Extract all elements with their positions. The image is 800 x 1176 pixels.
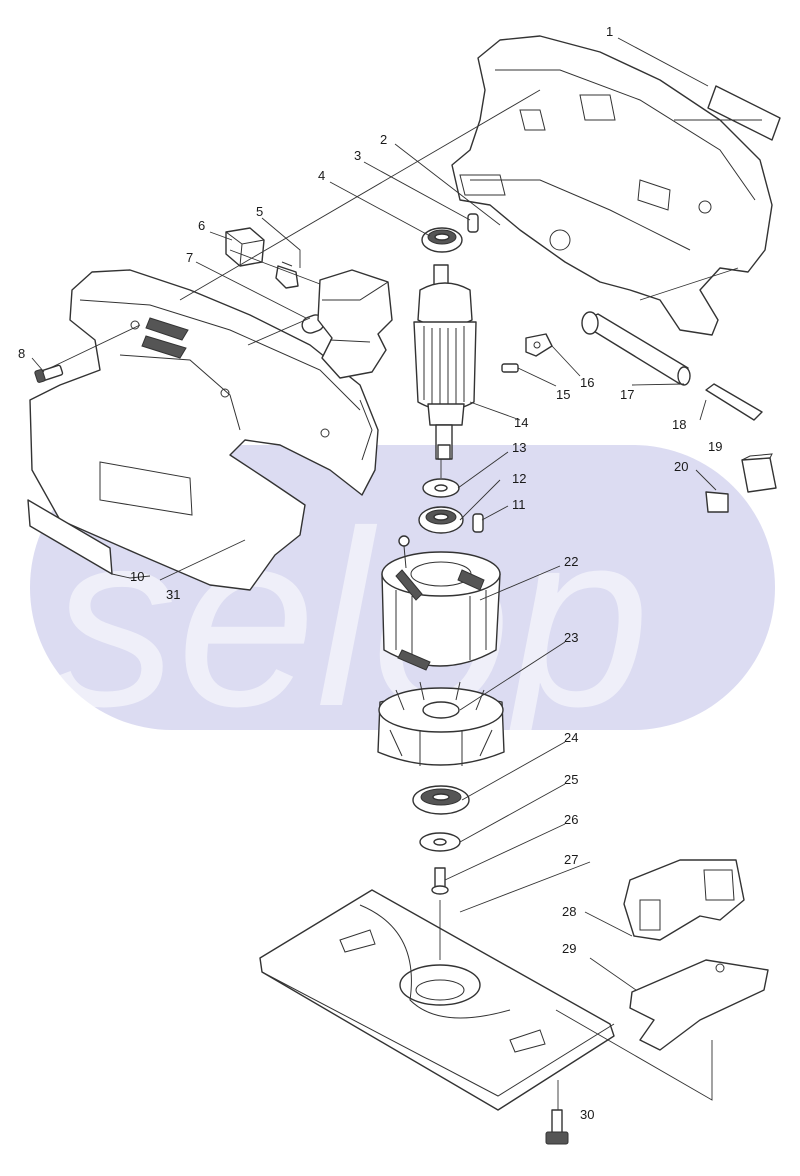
bracket-16: [525, 333, 553, 357]
part-label-22: 22: [564, 554, 578, 569]
leader-lines: [31, 37, 762, 1110]
part-label-20: 20: [674, 459, 688, 474]
part-label-3: 3: [354, 148, 361, 163]
part-label-29: 29: [562, 941, 576, 956]
clamp-lever: [629, 959, 769, 1051]
part-label-17: 17: [620, 387, 634, 402]
part-label-18: 18: [672, 417, 686, 432]
part-label-31: 31: [166, 587, 180, 602]
switch-assembly: [317, 269, 393, 379]
housing-left-half: [29, 269, 379, 591]
brush-20: [705, 491, 729, 513]
part-label-28: 28: [562, 904, 576, 919]
washer-25: [419, 832, 461, 852]
part-label-11: 11: [512, 497, 526, 512]
part-label-23: 23: [564, 630, 578, 645]
part-label-26: 26: [564, 812, 578, 827]
fan: [377, 681, 505, 766]
part-label-16: 16: [580, 375, 594, 390]
part-label-5: 5: [256, 204, 263, 219]
part-label-13: 13: [512, 440, 526, 455]
screw: [34, 364, 64, 383]
sponge-holder: [623, 859, 745, 941]
bearing-24: [412, 785, 470, 815]
part-label-4: 4: [318, 168, 325, 183]
bearing-top: [421, 227, 463, 253]
block-19: [741, 453, 777, 493]
part-label-27: 27: [564, 852, 578, 867]
field-stator: [381, 535, 501, 671]
terminal-connector: [275, 261, 299, 289]
part-label-10: 10: [130, 569, 144, 584]
base-plate: [259, 889, 615, 1111]
screw-30: [545, 1109, 569, 1145]
part-label-7: 7: [186, 250, 193, 265]
screw-15: [501, 363, 519, 373]
part-label-1: 1: [606, 24, 613, 39]
screw-26: [431, 867, 449, 895]
washer-13: [422, 478, 460, 498]
nameplate-label: [707, 85, 781, 141]
rod-18: [705, 383, 763, 421]
housing-right-half: [451, 35, 773, 336]
part-label-6: 6: [198, 218, 205, 233]
pin-11: [472, 513, 484, 533]
part-label-19: 19: [708, 439, 722, 454]
part-label-8: 8: [18, 346, 25, 361]
part-label-24: 24: [564, 730, 578, 745]
part-label-25: 25: [564, 772, 578, 787]
part-label-2: 2: [380, 132, 387, 147]
part-label-14: 14: [514, 415, 528, 430]
armature: [413, 264, 477, 460]
part-label-15: 15: [556, 387, 570, 402]
part-label-30: 30: [580, 1107, 594, 1122]
part-label-12: 12: [512, 471, 526, 486]
part-number-labels: 1 2 3 4 5 6 7 8 10 11 12 13 14 15 16 17 …: [18, 24, 722, 1122]
shaft-17: [581, 311, 691, 386]
bearing-12: [418, 506, 464, 534]
small-pin: [467, 213, 479, 233]
